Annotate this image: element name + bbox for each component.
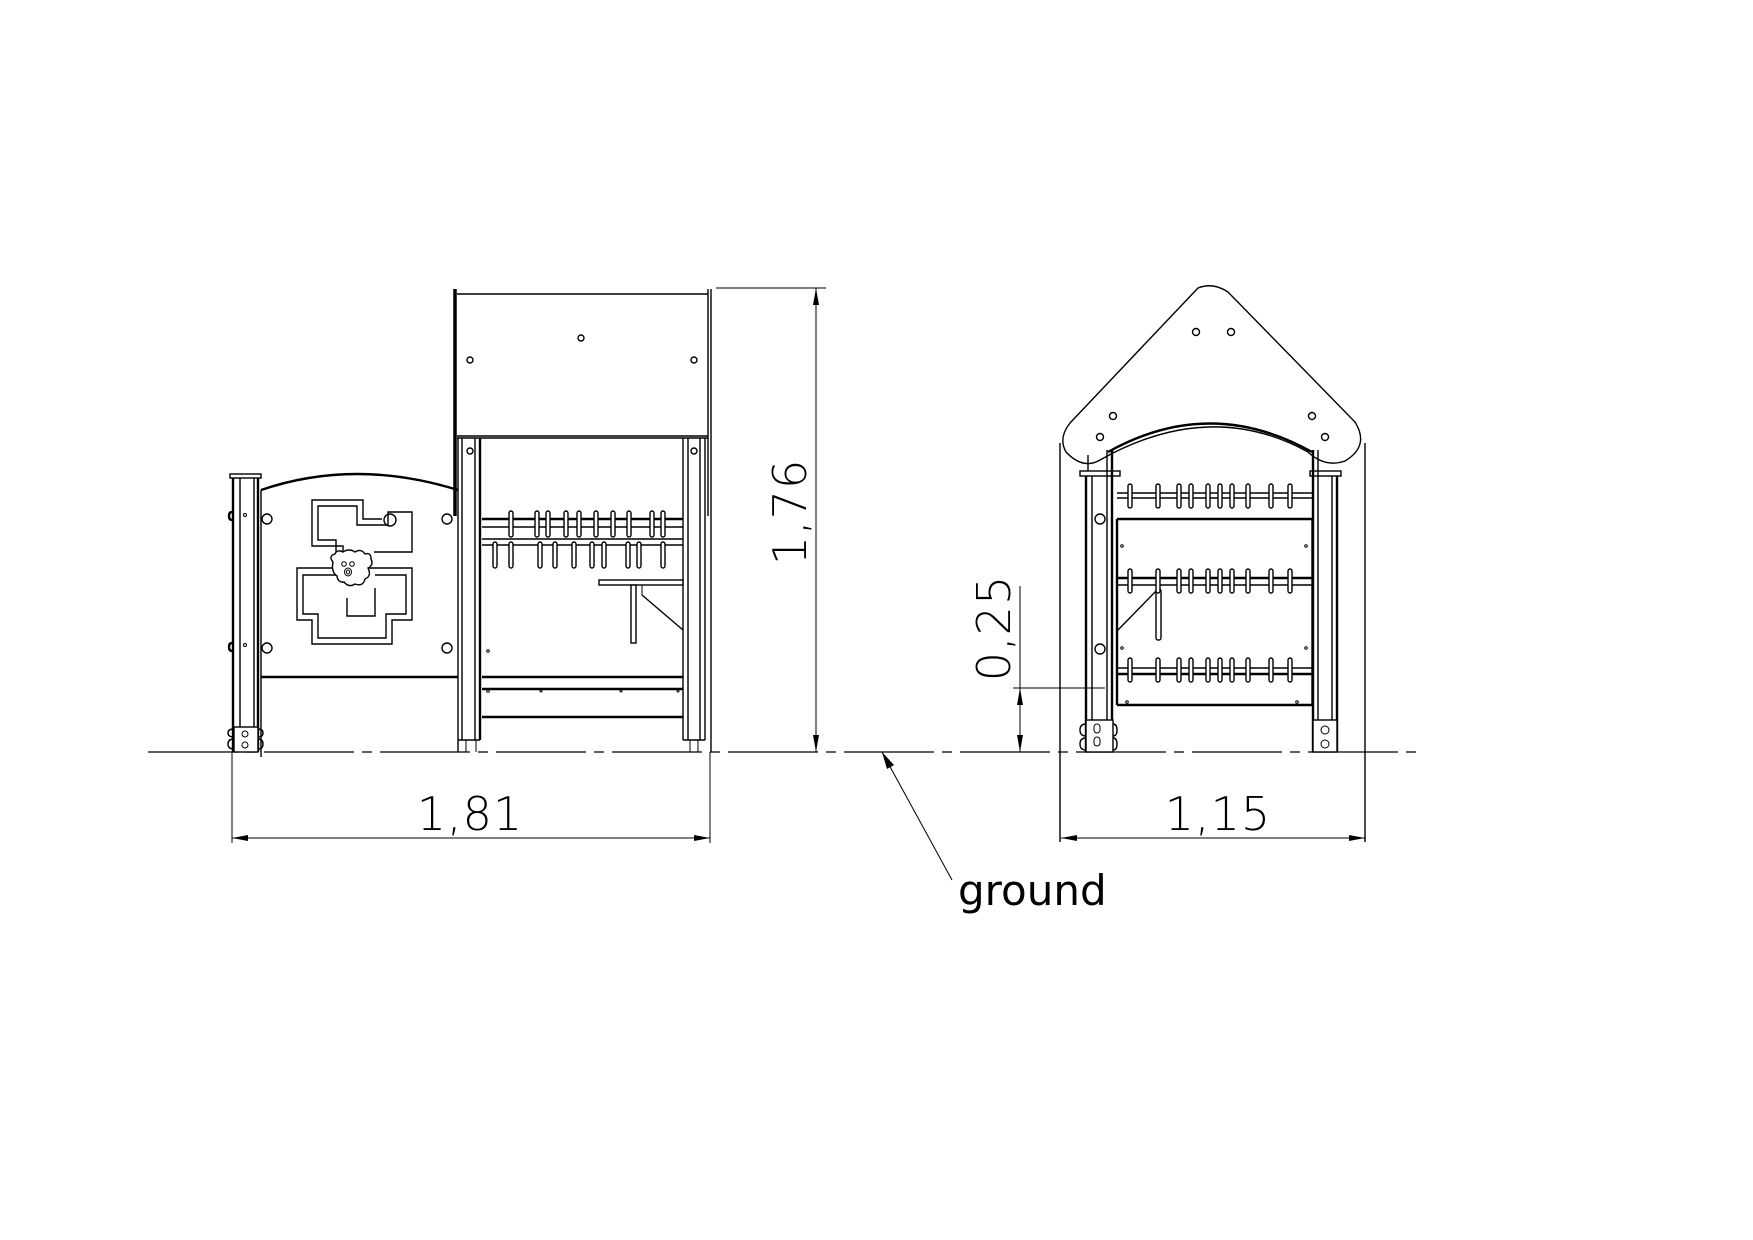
side-view bbox=[227, 289, 712, 757]
front-right-post bbox=[1309, 450, 1342, 753]
dimension-floor-height: 0,25 bbox=[967, 575, 1105, 752]
dimension-total-height-label: 1,76 bbox=[763, 459, 817, 565]
ground-label: ground bbox=[958, 866, 1107, 915]
animal-figure-icon bbox=[330, 549, 373, 587]
dimension-floor-height-label: 0,25 bbox=[967, 575, 1021, 681]
dimension-side-width-label: 1,81 bbox=[417, 787, 523, 841]
front-view bbox=[1059, 285, 1366, 842]
house-roof-box bbox=[453, 289, 712, 752]
activity-panel bbox=[260, 472, 459, 757]
front-frame bbox=[1059, 443, 1366, 842]
dimension-side-width: 1,81 bbox=[231, 752, 711, 843]
dimension-front-width: 1,15 bbox=[1061, 787, 1365, 841]
front-left-post bbox=[1079, 450, 1121, 753]
ground-annotation: ground bbox=[881, 751, 1107, 915]
abacus-side bbox=[482, 510, 684, 719]
abacus-front bbox=[1117, 483, 1313, 683]
house-posts bbox=[457, 438, 706, 752]
left-post bbox=[227, 473, 264, 753]
pitched-roof bbox=[1062, 285, 1362, 465]
dimension-front-width-label: 1,15 bbox=[1165, 787, 1271, 841]
dimension-total-height: 1,76 bbox=[716, 287, 826, 752]
